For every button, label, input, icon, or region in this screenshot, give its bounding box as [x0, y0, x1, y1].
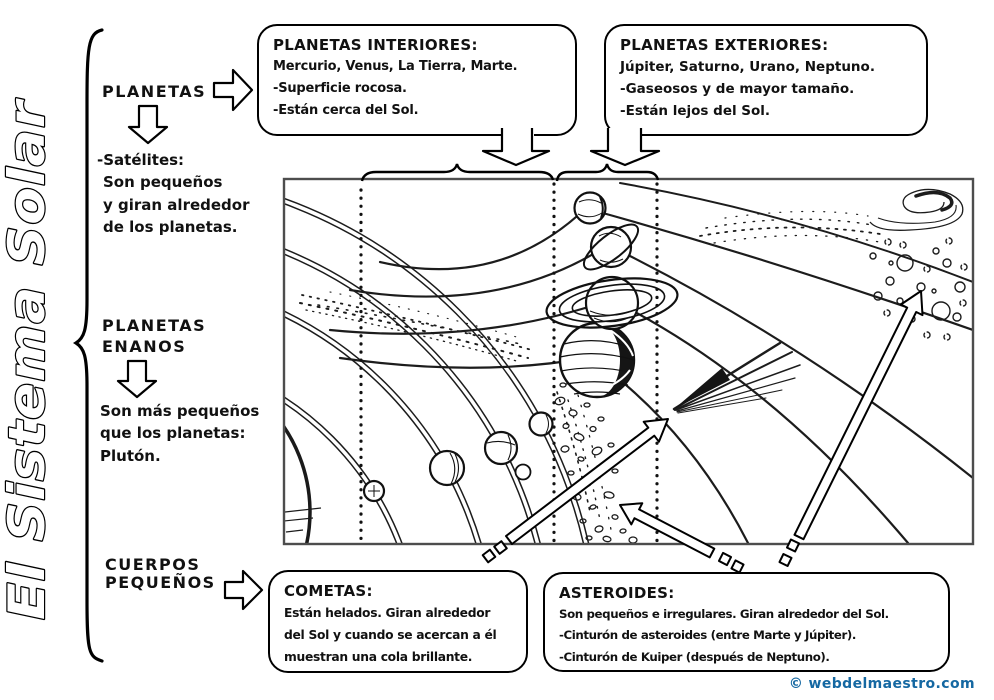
text-line: PEQUEÑOS — [105, 573, 216, 592]
box-title: PLANETAS EXTERIORES: — [620, 36, 829, 54]
neptune-icon — [573, 191, 607, 225]
dash-square — [717, 551, 733, 567]
moon-icon — [514, 463, 532, 481]
sun-rays — [284, 507, 322, 533]
box-title: PLANETAS INTERIORES: — [273, 36, 478, 54]
dash-square — [778, 552, 793, 568]
dash-square — [785, 538, 801, 553]
text-line: -Cinturón de Kuiper (después de Neptuno)… — [559, 649, 830, 664]
galaxy-icon — [869, 188, 964, 231]
label-planetas-enanos: PLANETAS ENANOS — [102, 315, 206, 357]
text-line: muestran una cola brillante. — [284, 650, 473, 664]
outer-orbits — [328, 182, 973, 544]
text-line: -Satélites: — [97, 151, 185, 169]
text-line: que los planetas: — [100, 424, 246, 443]
text-line: Son pequeños e irregulares. Giran alrede… — [559, 607, 889, 621]
text-line: -Están lejos del Sol. — [620, 103, 771, 119]
text-line: de los planetas. — [103, 218, 238, 237]
text-line: -Cinturón de asteroides (entre Marte y J… — [559, 628, 857, 643]
arrow-right-cuerpos-icon — [223, 569, 264, 611]
arrow-down-planetas-icon — [127, 104, 169, 145]
dash-square — [493, 540, 508, 555]
info-box-asteroides: ASTEROIDES: Son pequeños e irregulares. … — [543, 572, 950, 672]
text-line: -Están cerca del Sol. — [273, 103, 419, 118]
text-line: PLANETAS — [102, 316, 207, 335]
callout-arrow-kuiper-belt — [793, 290, 924, 541]
text-line: -Superficie rocosa. — [273, 81, 407, 96]
text-line: Júpiter, Saturno, Urano, Neptuno. — [620, 59, 875, 75]
text-line: ENANOS — [102, 337, 187, 356]
text-line: Son pequeños — [103, 173, 223, 192]
brace-inner-region — [360, 163, 555, 182]
text-line: del Sol y cuando se acercan a él — [284, 628, 497, 642]
page-title: El Sistema Solar — [0, 97, 56, 620]
text-line: CUERPOS — [105, 555, 201, 574]
callout-arrow-asteroid-belt — [619, 502, 716, 559]
comet-icon — [672, 341, 801, 414]
text-line: Plutón. — [100, 446, 161, 465]
label-satelites: -Satélites: Son pequeños y giran alreded… — [97, 149, 249, 239]
illustration-frame — [282, 177, 975, 546]
info-box-planetas-exteriores: PLANETAS EXTERIORES: Júpiter, Saturno, U… — [604, 24, 928, 136]
region-divider-dotted-lines — [359, 182, 659, 544]
uranus-icon — [582, 223, 640, 271]
jupiter-icon — [558, 321, 636, 399]
earth-icon — [483, 430, 519, 466]
text-line: Son más pequeños — [100, 402, 260, 420]
label-cuerpos-pequenos: CUERPOS PEQUEÑOS — [105, 556, 216, 592]
dash-square — [730, 559, 745, 574]
text-line: Mercurio, Venus, La Tierra, Marte. — [273, 59, 518, 74]
footer-credit-link[interactable]: © webdelmaestro.com — [788, 676, 975, 692]
info-box-cometas: COMETAS: Están helados. Giran alrededor … — [268, 570, 528, 673]
text-line: y giran alrededor — [103, 195, 250, 214]
asteroid-rocks — [554, 382, 638, 544]
arrow-down-enanos-icon — [116, 359, 158, 399]
saturn-icon — [545, 275, 679, 331]
arrow-right-planetas-icon — [212, 68, 254, 112]
box-title: COMETAS: — [284, 582, 373, 600]
left-curly-brace — [72, 28, 104, 663]
dash-square — [481, 548, 497, 564]
label-enanos-desc: Son más pequeños que los planetas: Plutó… — [100, 400, 259, 467]
callout-arrow-comet — [505, 418, 669, 545]
mars-icon — [528, 411, 554, 437]
text-line: Están helados. Giran alrededor — [284, 606, 491, 620]
text-line: -Gaseosos y de mayor tamaño. — [620, 81, 855, 97]
sun-icon — [284, 424, 312, 544]
kuiper-belt-icon — [699, 210, 968, 341]
label-planetas: PLANETAS — [102, 82, 207, 101]
venus-icon — [428, 449, 466, 487]
info-box-planetas-interiores: PLANETAS INTERIORES: Mercurio, Venus, La… — [257, 24, 577, 136]
box-title: ASTEROIDES: — [559, 584, 675, 602]
